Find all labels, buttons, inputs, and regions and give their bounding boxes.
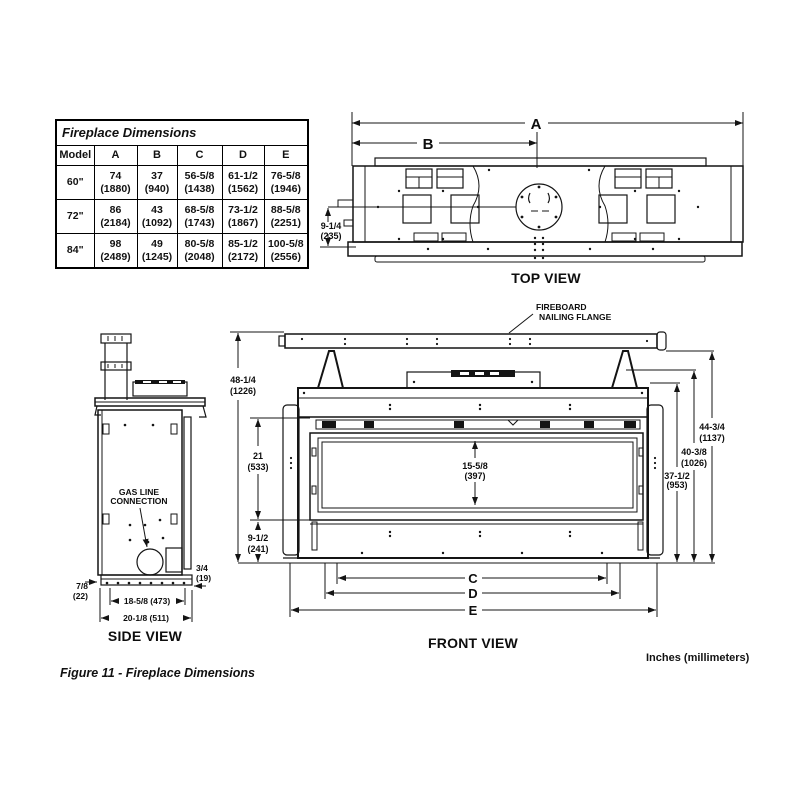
gas-line-label-2: CONNECTION [110, 496, 167, 506]
dim-label-c: C [468, 571, 478, 586]
col-header-d: D [221, 145, 265, 166]
col-header-a: A [93, 145, 138, 166]
table-row: 72" 86(2184) 43(1092) 68-5/8(1743) 73-1/… [55, 199, 309, 234]
dim-cell: 43(1092) [136, 199, 178, 234]
flue-collar [515, 183, 563, 231]
model-cell: 72" [55, 199, 95, 234]
hanger-brackets [317, 350, 638, 389]
flange-label-1: FIREBOARD [536, 302, 587, 312]
side-view-base [100, 574, 193, 586]
dim-label-depth-mm: (235) [320, 231, 341, 241]
fireboard-nailing-flange: FIREBOARD NAILING FLANGE [278, 302, 667, 351]
left-dims: 48-1/4 (1226) 21 (533) 9-1/2 (241) [230, 331, 310, 562]
glass-height-dim: 15-5/8 (397) [462, 441, 488, 505]
figure-caption: Figure 11 - Fireplace Dimensions [60, 666, 255, 680]
side-view-drawing: GAS LINE CONNECTION 7/8 (22) 3/4 (19) [73, 333, 211, 644]
dim-cell: 85-1/2(2172) [221, 233, 265, 269]
dim-front-offset-in: 7/8 [76, 581, 88, 591]
dim-cell: 76-5/8(1946) [263, 165, 309, 200]
fireplace-dimensions-table: Fireplace Dimensions Model A B C D E 60"… [55, 119, 310, 269]
dim-cell: 49(1245) [136, 233, 178, 269]
dim-base-height-in: 9-1/2 [248, 533, 269, 543]
dim-front-offset-mm: (22) [73, 591, 88, 601]
dim-base-depth: 18-5/8 (473) [124, 596, 170, 606]
dim-base-height-mm: (241) [247, 544, 268, 554]
dim-overall-height-in: 48-1/4 [230, 375, 256, 385]
dim-cell: 73-1/2(1867) [221, 199, 265, 234]
dim-height-mid-mm: (1026) [681, 458, 707, 468]
col-header-b: B [136, 145, 178, 166]
dim-cell: 88-5/8(2251) [263, 199, 309, 234]
side-standoff-panels [282, 404, 664, 556]
flange-label-2: NAILING FLANGE [539, 312, 612, 322]
model-cell: 60" [55, 165, 95, 200]
dim-height-low-in: 37-1/2 [664, 471, 690, 481]
front-view-title: FRONT VIEW [428, 635, 518, 651]
table-row: 60" 74(1880) 37(940) 56-5/8(1438) 61-1/2… [55, 165, 309, 200]
dim-cell: 61-1/2(1562) [221, 165, 265, 200]
side-view-title: SIDE VIEW [108, 628, 183, 644]
col-header-c: C [176, 145, 223, 166]
top-view-knockouts-right [598, 165, 676, 243]
louver-strip [315, 419, 641, 430]
junction-box [165, 547, 183, 573]
top-standoff-box [406, 370, 541, 389]
table-header-row: Model A B C D E [55, 145, 309, 166]
dim-opening-height-mm: (533) [247, 462, 268, 472]
dim-cell: 80-5/8(2048) [176, 233, 223, 269]
dim-rear-offset-in: 3/4 [196, 563, 208, 573]
front-view-drawing: FIREBOARD NAILING FLANGE [230, 302, 725, 651]
gas-line-label-1: GAS LINE [119, 487, 159, 497]
dim-cell: 37(940) [136, 165, 178, 200]
dim-overall-depth: 20-1/8 (511) [123, 613, 169, 623]
dim-label-a: A [531, 116, 542, 133]
dim-height-to-top-in: 44-3/4 [699, 422, 725, 432]
col-header-model: Model [55, 145, 95, 166]
gas-line-callout: GAS LINE CONNECTION [110, 487, 183, 576]
dim-cell: 68-5/8(1743) [176, 199, 223, 234]
top-view-drawing: A B [320, 112, 744, 286]
dim-height-low-mm: (953) [666, 480, 687, 490]
side-view-top-assembly [94, 380, 207, 418]
dim-label-b: B [423, 136, 434, 153]
dim-cell: 98(2489) [93, 233, 138, 269]
dim-glass-height-mm: (397) [464, 471, 485, 481]
top-view-dim-b: B [352, 132, 538, 168]
dim-overall-height-mm: (1226) [230, 386, 256, 396]
dim-cell: 86(2184) [93, 199, 138, 234]
bottom-band [238, 521, 715, 564]
units-note: Inches (millimeters) [646, 652, 750, 664]
dim-height-to-top-mm: (1137) [699, 433, 725, 443]
top-view-front-face [347, 236, 743, 263]
dim-glass-height-in: 15-5/8 [462, 461, 488, 471]
top-view-scatter-dots [376, 168, 700, 241]
side-view-dims: 7/8 (22) 3/4 (19) 18-5/8 (473) 20-1/8 (5… [73, 563, 211, 623]
dim-cell: 56-5/8(1438) [176, 165, 223, 200]
dim-opening-height-in: 21 [253, 451, 263, 461]
gas-inlet-circle [136, 548, 164, 576]
top-view-depth-dim: 9-1/4 (235) [320, 208, 356, 248]
model-cell: 84" [55, 233, 95, 269]
table-row: 84" 98(2489) 49(1245) 80-5/8(2048) 85-1/… [55, 233, 309, 269]
top-view-dim-a: A [351, 112, 744, 172]
bottom-dims-cde: C D E [289, 563, 658, 618]
dim-height-mid-in: 40-3/8 [681, 447, 707, 457]
dim-label-d: D [468, 586, 477, 601]
right-dims: 44-3/4 (1137) 40-3/8 (1026) 37-1/2 (953) [626, 350, 725, 562]
dim-label-e: E [469, 603, 478, 618]
dim-label-depth-in: 9-1/4 [321, 221, 342, 231]
dim-cell: 74(1880) [93, 165, 138, 200]
side-view-flue-pipe [100, 333, 132, 400]
top-view-title: TOP VIEW [511, 270, 581, 286]
col-header-e: E [263, 145, 309, 166]
table-title: Fireplace Dimensions [55, 119, 309, 146]
dim-cell: 100-5/8(2556) [263, 233, 309, 269]
top-view-knockouts-left [402, 165, 480, 243]
dim-rear-offset-mm: (19) [196, 573, 211, 583]
